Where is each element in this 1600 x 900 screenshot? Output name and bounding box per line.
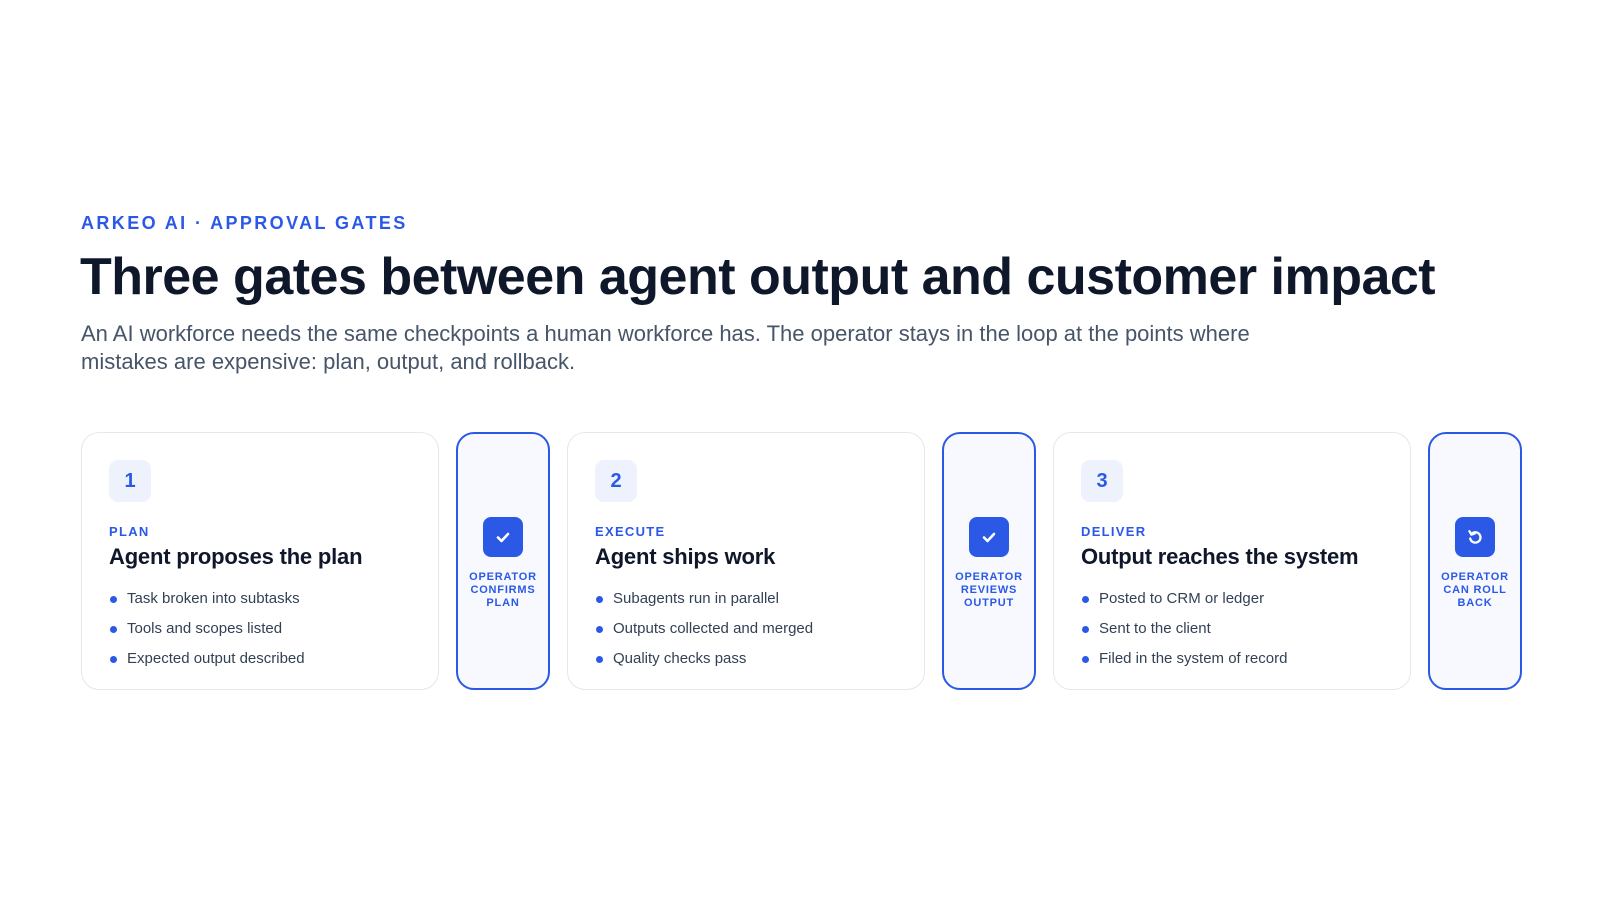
step-card-plan: 1 PLAN Agent proposes the plan Task brok… (81, 432, 439, 690)
step-title: Agent ships work (595, 544, 776, 569)
step-bullet-list: Subagents run in parallel Outputs collec… (595, 584, 898, 674)
list-item-text: Quality checks pass (613, 650, 747, 667)
gate-label: OPERATOR CONFIRMS PLAN (469, 571, 537, 609)
step-number-badge: 3 (1081, 460, 1123, 502)
eyebrow: ARKEO AI · APPROVAL GATES (81, 213, 408, 233)
page-subtitle: An AI workforce needs the same checkpoin… (81, 321, 1250, 374)
list-item: Sent to the client (1081, 614, 1384, 644)
list-item-text: Posted to CRM or ledger (1099, 590, 1265, 607)
list-item: Filed in the system of record (1081, 644, 1384, 674)
list-item-text: Sent to the client (1099, 620, 1211, 637)
step-stage-label: DELIVER (1081, 524, 1147, 539)
undo-icon (1455, 517, 1495, 557)
bullet-dot-icon (110, 596, 117, 603)
list-item: Outputs collected and merged (595, 614, 898, 644)
bullet-dot-icon (596, 626, 603, 633)
step-title: Output reaches the system (1081, 544, 1359, 569)
page-title: Three gates between agent output and cus… (80, 248, 1436, 306)
step-card-deliver: 3 DELIVER Output reaches the system Post… (1053, 432, 1411, 690)
list-item: Posted to CRM or ledger (1081, 584, 1384, 614)
step-bullet-list: Task broken into subtasks Tools and scop… (109, 584, 412, 674)
bullet-dot-icon (1082, 596, 1089, 603)
list-item: Tools and scopes listed (109, 614, 412, 644)
list-item-text: Outputs collected and merged (613, 620, 814, 637)
step-number-badge: 1 (109, 460, 151, 502)
gate-operator-confirms-plan: OPERATOR CONFIRMS PLAN (456, 432, 550, 690)
bullet-dot-icon (1082, 656, 1089, 663)
list-item-text: Task broken into subtasks (127, 590, 300, 607)
bullet-dot-icon (110, 626, 117, 633)
list-item-text: Filed in the system of record (1099, 650, 1288, 667)
bullet-dot-icon (110, 656, 117, 663)
list-item-text: Subagents run in parallel (613, 590, 779, 607)
gates-flow: 1 PLAN Agent proposes the plan Task brok… (81, 432, 1522, 690)
gate-label: OPERATOR REVIEWS OUTPUT (955, 571, 1023, 609)
list-item: Subagents run in parallel (595, 584, 898, 614)
bullet-dot-icon (596, 656, 603, 663)
list-item: Quality checks pass (595, 644, 898, 674)
gate-operator-reviews-output: OPERATOR REVIEWS OUTPUT (942, 432, 1036, 690)
step-title: Agent proposes the plan (109, 544, 363, 569)
list-item-text: Tools and scopes listed (127, 620, 283, 637)
list-item: Expected output described (109, 644, 412, 674)
list-item-text: Expected output described (127, 650, 305, 667)
bullet-dot-icon (1082, 626, 1089, 633)
list-item: Task broken into subtasks (109, 584, 412, 614)
step-card-execute: 2 EXECUTE Agent ships work Subagents run… (567, 432, 925, 690)
gate-operator-can-roll-back: OPERATOR CAN ROLL BACK (1428, 432, 1522, 690)
bullet-dot-icon (596, 596, 603, 603)
gate-label: OPERATOR CAN ROLL BACK (1441, 571, 1509, 609)
step-stage-label: EXECUTE (595, 524, 666, 539)
check-icon (969, 517, 1009, 557)
check-icon (483, 517, 523, 557)
step-stage-label: PLAN (109, 524, 150, 539)
step-number-badge: 2 (595, 460, 637, 502)
step-bullet-list: Posted to CRM or ledger Sent to the clie… (1081, 584, 1384, 674)
